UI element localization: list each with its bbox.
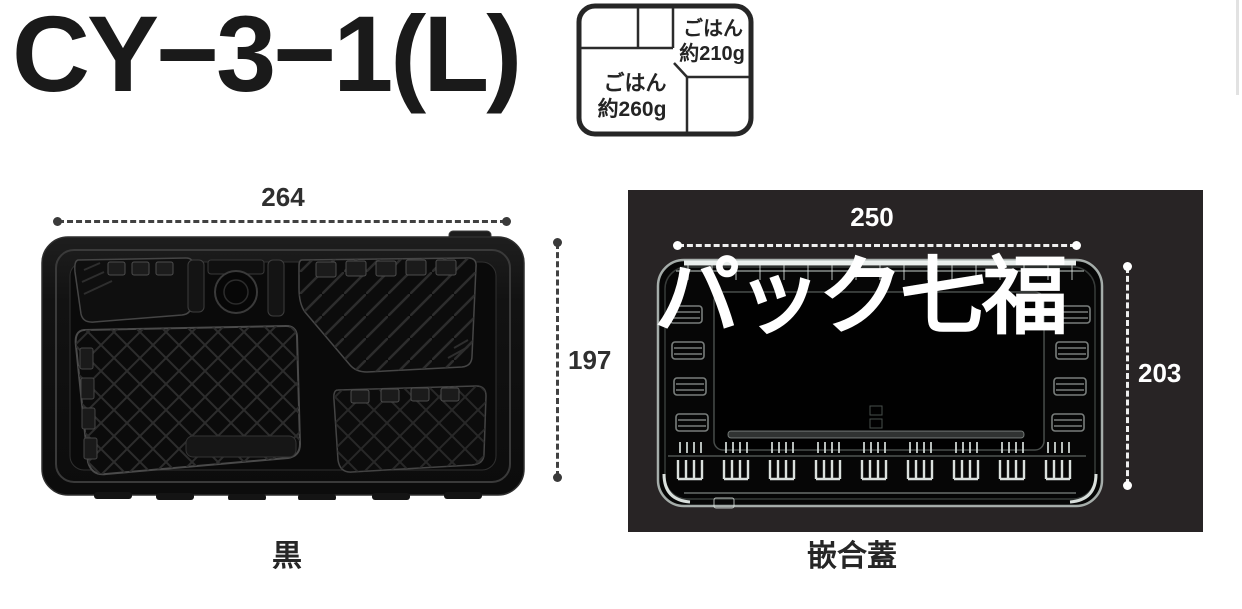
tray-width-dimension-line	[53, 217, 511, 226]
tray-feet	[94, 492, 482, 500]
dimension-endpoint-dot	[553, 238, 562, 247]
rice-upper-line2: 約210g	[679, 41, 745, 65]
lid-side-ribs	[669, 305, 1091, 432]
rice-lower-line2: 約260g	[598, 97, 667, 121]
lid-photo	[628, 190, 1203, 532]
rice-lower-line1: ごはん	[604, 71, 667, 95]
lid-corrugation-row2	[676, 460, 1072, 481]
diagram-outline	[576, 3, 754, 137]
tray-width-dimension-value: 264	[261, 182, 305, 212]
dimension-endpoint-dot	[502, 217, 511, 226]
watermark-text: パック七福	[654, 249, 1068, 345]
lid-corrugation-row1	[679, 442, 1070, 453]
compartment-diagram-icon: ごはん 約210g ごはん 約260g	[576, 3, 754, 137]
rice-upper-line1: ごはん	[683, 16, 743, 40]
dimension-endpoint-dot	[1123, 262, 1132, 271]
tray-photo	[41, 230, 525, 500]
dimension-endpoint-dot	[1072, 241, 1081, 250]
dimension-endpoint-dot	[53, 217, 62, 226]
tray-caption: 黒	[272, 540, 302, 573]
dimension-endpoint-dot	[553, 473, 562, 482]
dimension-endpoint-dot	[673, 241, 682, 250]
lid-caption: 嵌合蓋	[807, 540, 897, 573]
diagram-divider-lines	[581, 8, 749, 132]
product-code-title: CY−3−1(L)	[12, 0, 522, 114]
dimension-endpoint-dot	[1123, 481, 1132, 490]
lid-width-dimension-value: 250	[850, 202, 894, 232]
lid-width-dimension-line	[673, 241, 1081, 250]
tray-height-dimension-line	[553, 238, 562, 482]
scan-edge-artifact	[1236, 0, 1239, 95]
tray-height-dimension-value: 197	[568, 345, 612, 375]
lid-height-dimension-value: 203	[1138, 358, 1182, 388]
lid-height-dimension-line	[1123, 262, 1132, 490]
